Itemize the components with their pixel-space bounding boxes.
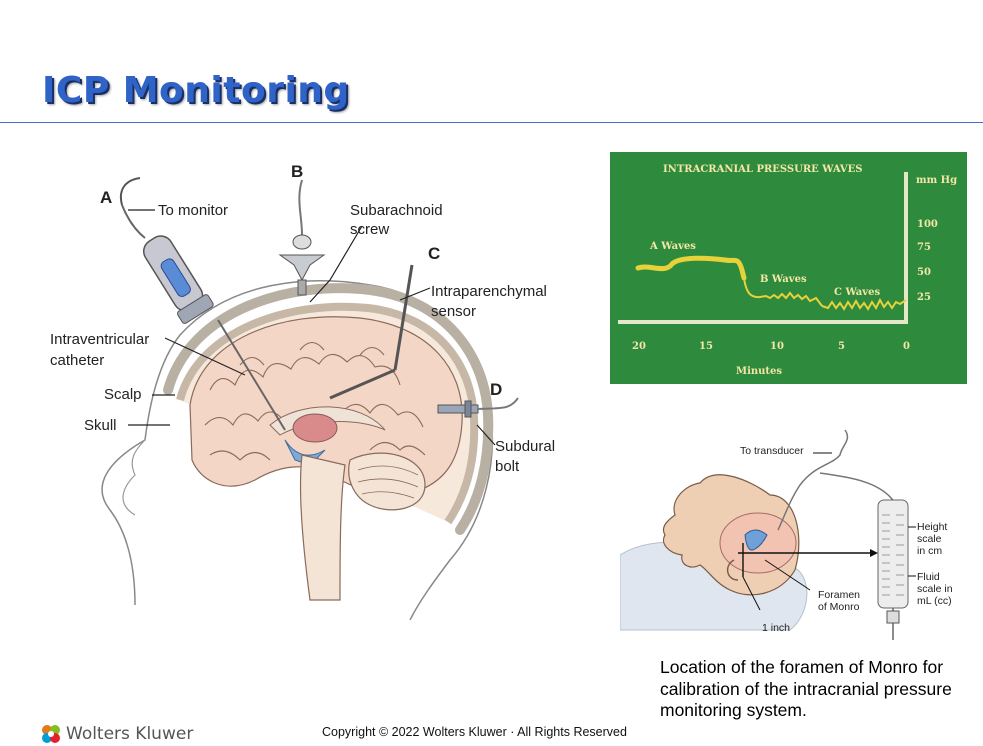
x-tick-10: 10 xyxy=(770,341,784,352)
slide-title: ICP Monitoring xyxy=(42,70,350,111)
label-subarachnoid: Subarachnoid xyxy=(350,202,443,219)
wave-label-a: A Waves xyxy=(649,241,696,252)
x-tick-0: 0 xyxy=(903,341,910,352)
logo-text: Wolters Kluwer xyxy=(66,724,194,744)
trace-a-waves xyxy=(635,255,747,281)
label-to-monitor: To monitor xyxy=(158,202,229,219)
title-divider xyxy=(0,122,983,123)
manometer-column xyxy=(877,499,909,640)
label-intraventricular: Intraventricular xyxy=(50,331,150,348)
logo-mark-icon xyxy=(42,725,60,743)
label-catheter: catheter xyxy=(50,352,105,369)
label-height-1: Height xyxy=(917,521,948,533)
label-fluid-3: mL (cc) xyxy=(917,595,952,607)
y-tick-100: 100 xyxy=(917,219,938,230)
marker-a: A xyxy=(100,188,113,207)
trace-b-waves xyxy=(743,277,823,307)
label-height-3: in cm xyxy=(917,545,943,557)
monitor-cable xyxy=(120,177,141,206)
y-tick-25: 25 xyxy=(917,292,931,303)
level-arrowhead xyxy=(870,549,878,557)
cerebrum xyxy=(189,316,463,495)
intraventricular-transducer xyxy=(142,235,214,324)
parenchymal-sensor-tip xyxy=(329,368,396,400)
wolters-kluwer-logo: Wolters Kluwer xyxy=(40,723,193,745)
label-fluid-1: Fluid xyxy=(917,571,940,583)
transducer-leaders xyxy=(742,452,916,611)
figure-caption: Location of the foramen of Monro for cal… xyxy=(660,657,952,720)
subarachnoid-screw xyxy=(278,234,326,296)
label-foramen-2: of Monro xyxy=(818,601,860,613)
y-tick-50: 50 xyxy=(917,267,931,278)
transducer-tube xyxy=(777,429,849,531)
wave-label-c: C Waves xyxy=(834,287,880,298)
label-height-2: scale xyxy=(917,533,942,545)
icp-waves-chart: INTRACRANIAL PRESSURE WAVES mm Hg 100 75… xyxy=(610,152,967,384)
label-to-transducer: To transducer xyxy=(740,445,804,457)
label-fluid-2: scale in xyxy=(917,583,953,595)
chart-unit: mm Hg xyxy=(916,175,957,186)
x-tick-20: 20 xyxy=(632,341,646,352)
label-subdural: Subdural xyxy=(495,438,556,455)
x-tick-5: 5 xyxy=(838,341,845,352)
thalamus xyxy=(292,413,338,443)
scalp-layer xyxy=(163,283,494,535)
label-sensor: sensor xyxy=(431,303,477,320)
label-one-inch: 1 inch xyxy=(762,622,791,634)
wave-label-b: B Waves xyxy=(760,274,807,285)
ventricular-catheter xyxy=(217,319,286,431)
screw-tube xyxy=(298,179,303,236)
subdural-bolt xyxy=(437,397,519,418)
copyright-footer: Copyright © 2022 Wolters Kluwer · All Ri… xyxy=(322,725,627,739)
x-axis-label: Minutes xyxy=(736,366,782,377)
face-outline xyxy=(122,439,146,516)
trace-c-waves xyxy=(821,297,907,311)
marker-b: B xyxy=(291,162,304,181)
x-tick-15: 15 xyxy=(699,341,713,352)
brain-icp-diagram xyxy=(101,177,519,620)
label-intraparenchymal: Intraparenchymal xyxy=(431,283,547,300)
label-scalp: Scalp xyxy=(104,386,142,403)
chart-title: INTRACRANIAL PRESSURE WAVES xyxy=(663,164,862,175)
label-bolt: bolt xyxy=(495,458,520,475)
marker-c: C xyxy=(428,244,441,263)
patient-ventricles xyxy=(744,529,768,551)
brainstem xyxy=(299,454,346,601)
label-skull: Skull xyxy=(84,417,117,434)
brain-gyri xyxy=(204,341,426,461)
ear xyxy=(727,559,739,581)
parenchymal-sensor xyxy=(393,264,414,371)
marker-d: D xyxy=(490,380,503,399)
transducer-line-to-column xyxy=(819,472,896,504)
leader-lines xyxy=(128,209,496,446)
catheter-tube xyxy=(121,204,146,239)
y-tick-75: 75 xyxy=(917,242,931,253)
label-foramen-1: Foramen xyxy=(818,589,861,601)
transducer-calibration-illustration xyxy=(620,429,916,640)
label-screw: screw xyxy=(350,221,390,238)
